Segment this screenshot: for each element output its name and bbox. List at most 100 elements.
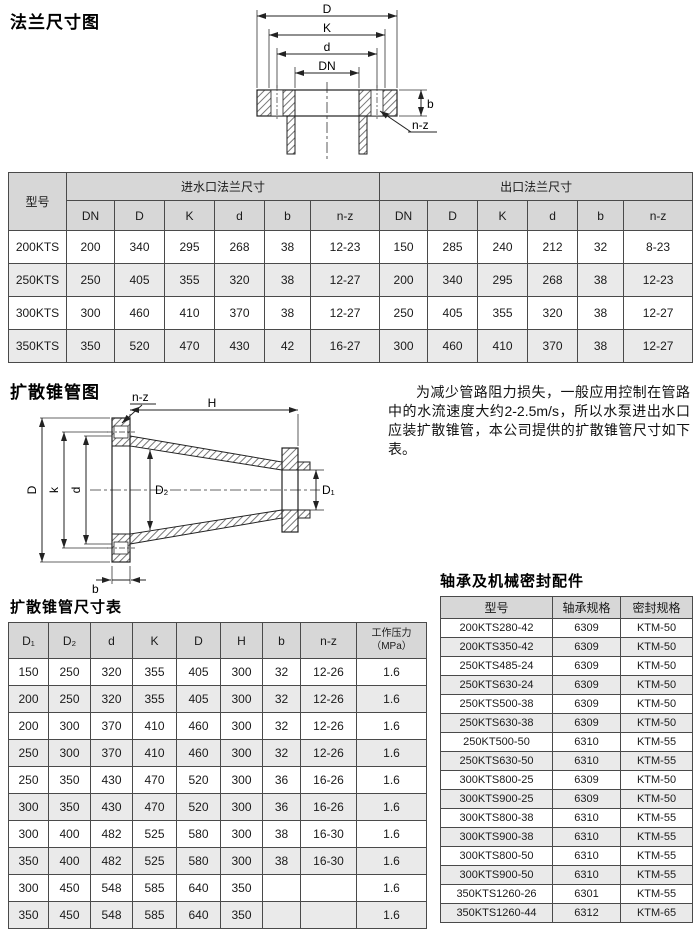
dim-cell: 548 xyxy=(90,901,133,929)
dim-cell: 400 xyxy=(48,820,91,848)
dim-cell: 300 xyxy=(48,739,91,767)
spec-cell: 250KT500-50 xyxy=(440,732,553,752)
dim-cell: 350 xyxy=(48,766,91,794)
dim-cell: 12-26 xyxy=(300,685,357,713)
dim-cell: 320 xyxy=(90,658,133,686)
dim-cell: 12-27 xyxy=(309,296,381,330)
dim-cell: 150 xyxy=(8,658,49,686)
cone-wall-top xyxy=(129,435,283,471)
dim-cell: 212 xyxy=(527,230,579,264)
spec-cell: 300KTS800-50 xyxy=(440,846,553,866)
spec-cell: 6309 xyxy=(552,770,621,790)
dim-cell: 38 xyxy=(262,847,301,875)
spec-cell: 300KTS900-25 xyxy=(440,789,553,809)
spec-cell: KTM-50 xyxy=(620,694,693,714)
dim-cell: 355 xyxy=(132,658,177,686)
dim-cell: 1.6 xyxy=(356,658,427,686)
dim-label-d: d xyxy=(324,40,331,54)
dim-cell: 1.6 xyxy=(356,847,427,875)
column-header: D₁ xyxy=(8,622,49,659)
dim-cell: 1.6 xyxy=(356,793,427,821)
spec-cell: 300KTS800-38 xyxy=(440,808,553,828)
column-header: DN xyxy=(66,200,115,231)
dim-cell: 32 xyxy=(262,658,301,686)
cone-section-title: 扩散锥管图 xyxy=(10,383,100,402)
dim-cell: 200 xyxy=(66,230,115,264)
dim-cell: 16-26 xyxy=(300,793,357,821)
small-flange xyxy=(281,447,299,533)
dim-cell: 300 xyxy=(220,766,263,794)
dim-cell: 370 xyxy=(90,739,133,767)
dim-cell: 38 xyxy=(262,820,301,848)
dim-cell: 36 xyxy=(262,766,301,794)
column-header: n-z xyxy=(623,200,694,231)
spec-cell: KTM-55 xyxy=(620,827,693,847)
dim-cell: 250 xyxy=(48,685,91,713)
dim-cell: 300 xyxy=(220,739,263,767)
dim-cell xyxy=(300,901,357,929)
spec-cell: 6310 xyxy=(552,865,621,885)
dim-cell: 268 xyxy=(214,230,265,264)
dim-cell: 370 xyxy=(214,296,265,330)
flange-diagram: D K d DN b n-z xyxy=(256,2,437,162)
dim-cell: 32 xyxy=(577,230,625,264)
dim-cell: 405 xyxy=(114,263,165,297)
spec-cell: KTM-55 xyxy=(620,865,693,885)
dim-cell: 460 xyxy=(427,329,479,363)
spec-cell: 6310 xyxy=(552,827,621,847)
dim-cell: 585 xyxy=(132,901,177,929)
dim-cell: 12-27 xyxy=(623,296,694,330)
spec-cell: 200KTS350-42 xyxy=(440,637,553,657)
dim-cell: 300 xyxy=(220,793,263,821)
spec-cell: KTM-50 xyxy=(620,656,693,676)
spec-cell: KTM-65 xyxy=(620,903,693,923)
column-header: b xyxy=(262,622,301,659)
dim-cell: 200 xyxy=(379,263,429,297)
dim-cell xyxy=(262,901,301,929)
dim-cell: 450 xyxy=(48,901,91,929)
dim-cell: 38 xyxy=(577,329,625,363)
dim-cell: 460 xyxy=(176,739,221,767)
dim-cell: 250 xyxy=(48,658,91,686)
dim-cell: 12-26 xyxy=(300,658,357,686)
dim-cell: 430 xyxy=(90,766,133,794)
dim-cell: 430 xyxy=(90,793,133,821)
dim-cell: 482 xyxy=(90,820,133,848)
dim-cell: 1.6 xyxy=(356,901,427,929)
dim-cell: 320 xyxy=(90,685,133,713)
dim-cell: 200 xyxy=(8,685,49,713)
dim-cell: 300 xyxy=(220,847,263,875)
dim-cell: 340 xyxy=(114,230,165,264)
spec-cell: 6309 xyxy=(552,656,621,676)
dim-cell: 460 xyxy=(114,296,165,330)
column-header: 工作压力 （MPa） xyxy=(356,622,427,659)
dim-label-D2: D₂ xyxy=(155,483,169,497)
dim-cell: 548 xyxy=(90,874,133,902)
dim-cell: 640 xyxy=(176,901,221,929)
dim-cell: 300 xyxy=(8,793,49,821)
dim-cell: 355 xyxy=(164,263,215,297)
dim-cell: 520 xyxy=(114,329,165,363)
spec-cell: 6309 xyxy=(552,694,621,714)
dim-cell: 410 xyxy=(132,739,177,767)
spec-cell: KTM-50 xyxy=(620,637,693,657)
column-header: 型号 xyxy=(440,596,553,619)
dim-cell: 340 xyxy=(427,263,479,297)
